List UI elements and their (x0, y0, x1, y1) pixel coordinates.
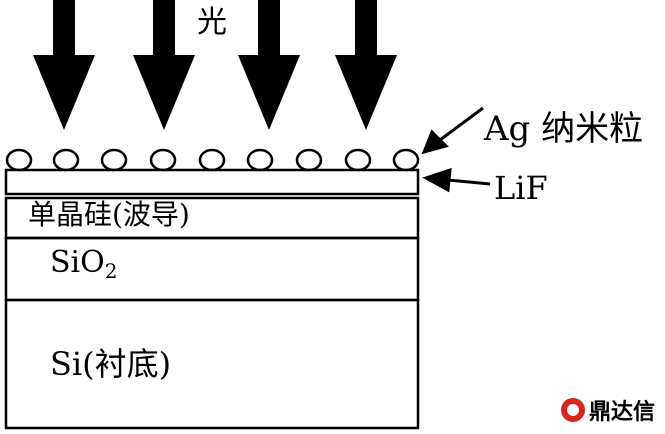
light-arrows (33, 0, 397, 130)
light-arrow (33, 0, 95, 130)
substrate-layer (4, 298, 420, 430)
ag-nanoparticle (344, 148, 372, 172)
lif-pointer-line (447, 178, 491, 186)
layers (4, 168, 420, 430)
ag-nanoparticle (5, 148, 33, 172)
light-label: 光 (197, 5, 227, 40)
ag-nanoparticles (5, 148, 420, 172)
ag-pointer-head (421, 129, 449, 155)
ag-nanoparticle (52, 148, 80, 172)
lif-layer (4, 168, 420, 196)
sio2-label-subscript: 2 (104, 259, 118, 283)
lif-pointer-head (422, 167, 452, 193)
lif-label: LiF (494, 169, 548, 207)
light-arrow (133, 0, 195, 130)
sio2-label-main: SiO (50, 245, 105, 280)
ag-nanoparticle (100, 148, 128, 172)
watermark-text: 鼎达信 (588, 400, 655, 425)
ag-nanoparticle (149, 148, 177, 172)
ag-nanoparticle-label: Ag 纳米粒 (484, 109, 644, 149)
pointer-arrows (421, 106, 491, 193)
ag-nanoparticle (392, 148, 420, 172)
substrate-label: Si(衬底) (50, 345, 172, 383)
ag-nanoparticle (246, 148, 274, 172)
light-arrow (238, 0, 300, 130)
waveguide-label: 单晶硅(波导) (28, 198, 190, 231)
ag-nanoparticle (295, 148, 323, 172)
ag-pointer-line (439, 106, 484, 142)
light-arrow (335, 0, 397, 130)
sio2-label: SiO2 (50, 245, 118, 283)
logo-circle-icon (560, 398, 585, 422)
ag-nanoparticle (198, 148, 226, 172)
watermark: 鼎达信 (560, 394, 655, 426)
